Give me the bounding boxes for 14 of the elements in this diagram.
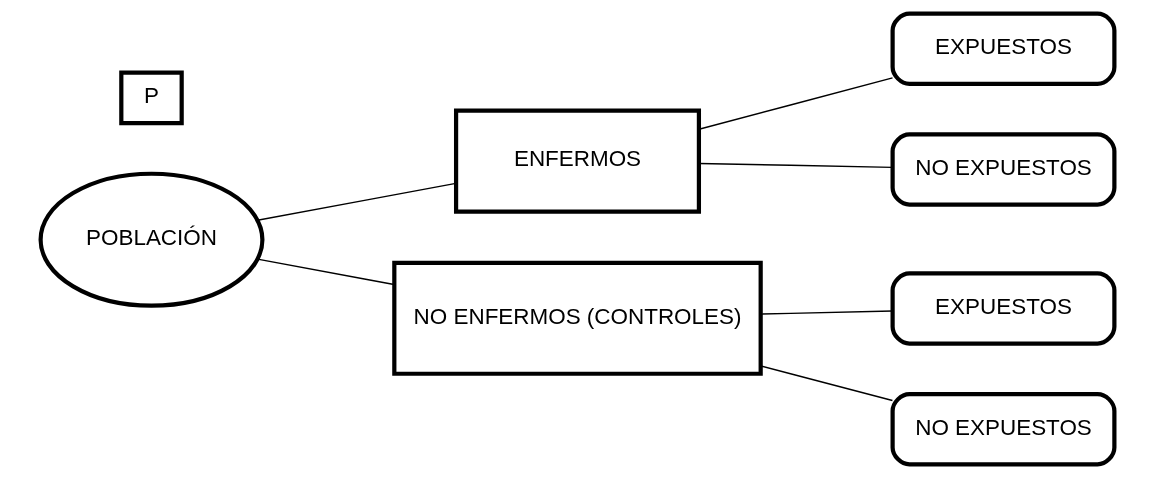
- node-box: P: [119, 70, 184, 126]
- node-box: EXPUESTOS: [890, 11, 1117, 86]
- node-box: NO EXPUESTOS: [890, 132, 1117, 207]
- node-ellipse: POBLACIÓN: [38, 171, 265, 308]
- connector: [760, 310, 894, 315]
- connector: [256, 258, 395, 286]
- connector: [760, 365, 894, 402]
- node-box: ENFERMOS: [454, 108, 701, 214]
- node-box: EXPUESTOS: [890, 271, 1117, 346]
- connector: [698, 162, 894, 169]
- node-box: NO EXPUESTOS: [890, 392, 1117, 467]
- node-box: NO ENFERMOS (CONTROLES): [392, 260, 763, 376]
- connector: [256, 182, 457, 221]
- connector: [698, 77, 894, 130]
